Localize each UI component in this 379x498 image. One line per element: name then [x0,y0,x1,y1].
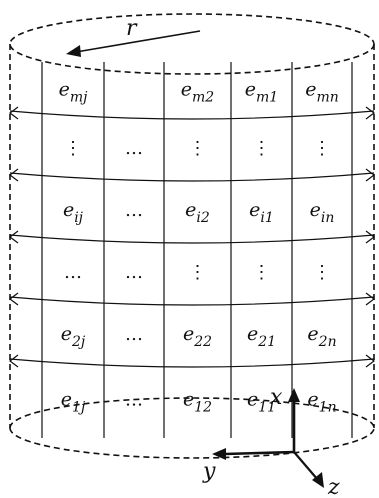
cell-r4-c3: e21 [247,323,276,350]
cell-r2-c1: … [125,200,143,221]
cell-r3-c3: ⋮ [253,262,271,283]
cell-r5-c4: e1n [307,389,336,416]
cell-r1-c1: … [125,138,143,159]
right-wall-tick [365,230,375,244]
cell-r5-c0: e1j [61,389,86,416]
radius-label: r [126,16,138,41]
radius-arrow [66,30,201,57]
cell-r5-c1: … [125,390,143,411]
grid-row-line [9,296,375,306]
bottom-ellipse-front [9,427,375,459]
cell-r2-c4: ein [310,199,335,226]
right-wall-tick [365,354,375,368]
cell-r0-c0: emj [59,79,89,106]
z-axis-label: z [327,475,340,498]
y-axis-label: y [202,459,216,484]
cell-r3-c4: ⋮ [313,262,331,283]
grid-row-line [9,234,375,244]
cell-r4-c0: e2j [61,323,86,350]
cell-r4-c4: e2n [307,323,336,350]
right-wall-tick [365,168,375,182]
cell-r3-c0: … [64,262,82,283]
cell-r1-c3: ⋮ [253,138,271,159]
cell-r2-c3: ei1 [249,199,274,226]
cell-r0-c3: em1 [245,79,278,106]
z-axis [293,451,319,481]
cell-r2-c0: eij [63,199,84,226]
top-ellipse [9,13,375,75]
cell-r1-c4: ⋮ [313,138,331,159]
cell-r5-c2: e12 [183,389,212,416]
left-wall-tick [9,106,19,120]
x-axis-label: x [270,385,283,410]
axis-system [212,388,324,488]
cell-r2-c2: ei2 [185,199,210,226]
cell-r3-c1: … [125,262,143,283]
cell-r0-c2: em2 [181,79,215,106]
cell-r3-c2: ⋮ [189,262,207,283]
z-axis-arrowhead [312,472,324,488]
cell-r0-c4: emn [305,79,339,106]
cell-r1-c2: ⋮ [189,138,207,159]
left-wall-tick [9,168,19,182]
cell-r5-c3: e11 [247,389,276,416]
grid-row-line [9,172,375,182]
left-wall-tick [9,230,19,244]
bottom-ellipse-back [9,397,375,429]
cell-r1-c0: ⋮ [64,138,82,159]
cell-r4-c1: … [125,324,143,345]
element-grid: emj em2 em1 emn ⋮ … ⋮ ⋮ ⋮ eij … ei2 ei1 ein … … ⋮ ⋮ ⋮ e2j … e… [9,62,375,438]
x-axis-arrowhead [288,388,300,402]
grid-row-line [9,358,375,368]
right-wall-tick [365,106,375,120]
grid-row-line [9,110,375,120]
left-wall-tick [9,292,19,306]
y-axis [224,450,295,456]
y-axis-arrowhead [212,448,226,460]
right-wall-tick [365,292,375,306]
left-wall-tick [9,354,19,368]
cell-r4-c2: e22 [183,323,212,350]
